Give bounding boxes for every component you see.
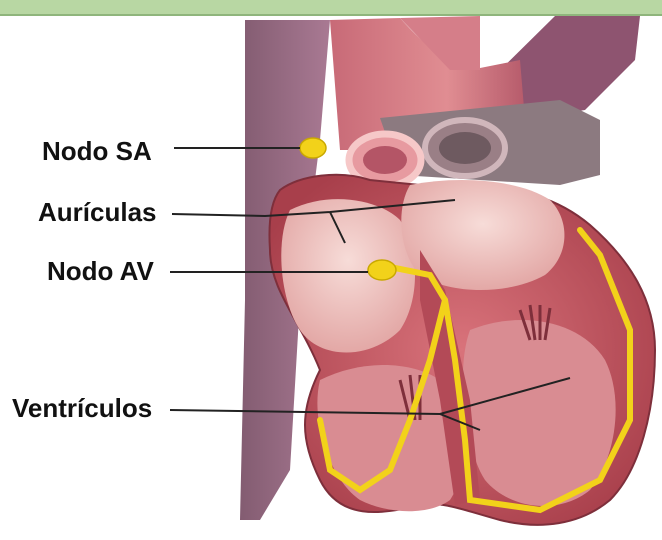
label-ventricles: Ventrículos [12,395,152,421]
header-bar [0,0,662,16]
right-atrium [281,199,415,352]
label-av-node: Nodo AV [47,258,154,284]
left-ventricle [463,320,616,506]
av-node-mark [368,260,396,280]
sa-node-mark [300,138,326,158]
label-atria: Aurículas [38,199,157,225]
label-sa-node: Nodo SA [42,138,152,164]
